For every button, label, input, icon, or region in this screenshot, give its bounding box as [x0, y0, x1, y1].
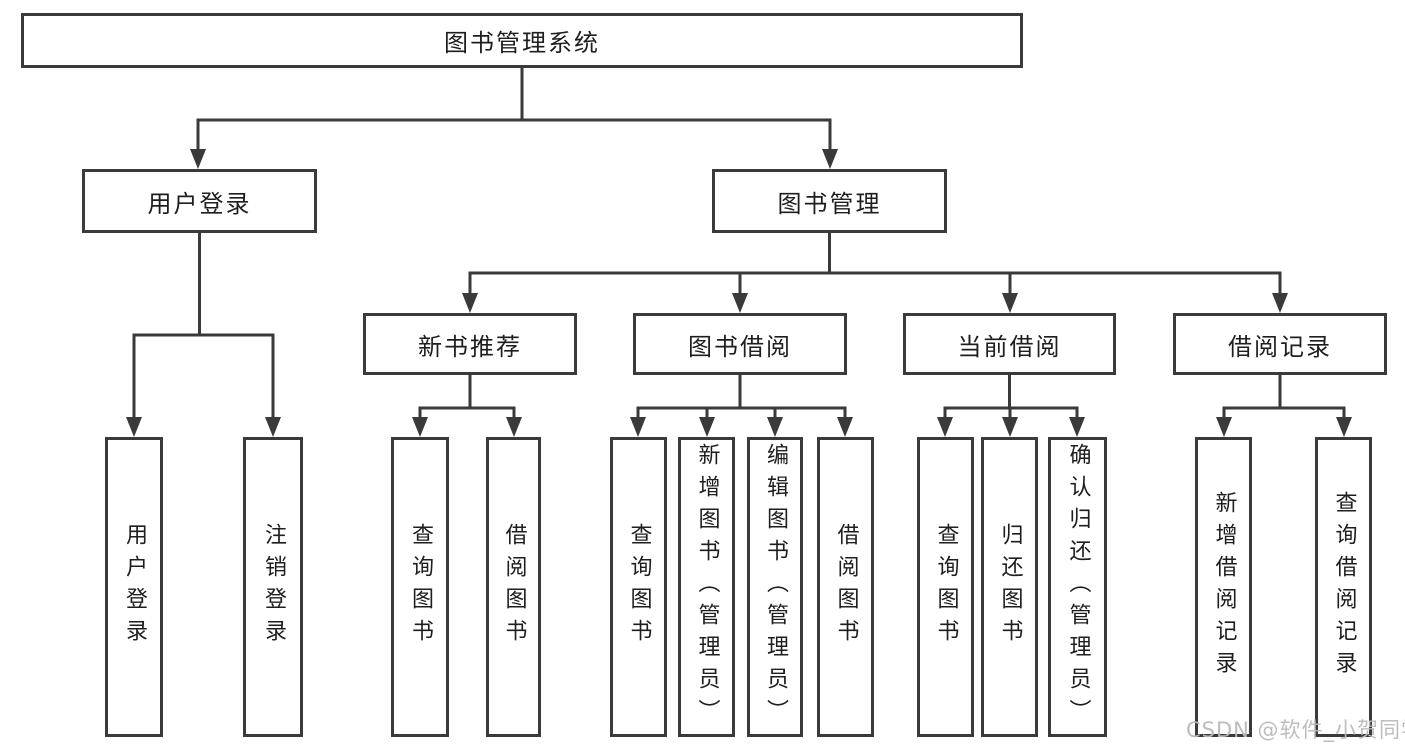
node-current-borrowing: 当前借阅 — [903, 313, 1116, 375]
connector-current-borrow-children — [937, 375, 1085, 437]
arrow-down-icon — [822, 149, 838, 169]
connector-user-login-children — [126, 233, 281, 437]
leaf-query-books-recommend: 查询图书 — [391, 437, 449, 737]
leaf-query-borrow-record: 查询借阅记录 — [1315, 437, 1372, 737]
node-borrowing-records: 借阅记录 — [1173, 313, 1387, 375]
leaf-borrow-books: 借阅图书 — [817, 437, 874, 737]
arrow-down-icon — [1336, 417, 1352, 437]
arrow-down-icon — [265, 417, 281, 437]
leaf-edit-books-admin: 编辑图书（管理员） — [747, 437, 803, 737]
leaf-return-books: 归还图书 — [981, 437, 1038, 737]
leaf-add-books-admin: 新增图书（管理员） — [678, 437, 735, 737]
leaf-user-login: 用户登录 — [105, 437, 163, 737]
arrow-down-icon — [462, 293, 478, 313]
arrow-down-icon — [732, 293, 748, 313]
arrow-down-icon — [837, 417, 853, 437]
arrow-down-icon — [630, 417, 646, 437]
node-user-login-branch: 用户登录 — [82, 169, 317, 233]
arrow-down-icon — [937, 417, 953, 437]
arrow-down-icon — [1069, 417, 1085, 437]
arrow-down-icon — [506, 417, 522, 437]
connector-borrowing-children — [630, 375, 853, 437]
arrow-down-icon — [1002, 293, 1018, 313]
leaf-borrow-books-recommend: 借阅图书 — [486, 437, 541, 737]
leaf-confirm-return-admin: 确认归还（管理员） — [1048, 437, 1107, 737]
leaf-add-borrow-record: 新增借阅记录 — [1195, 437, 1252, 737]
node-new-book-recommendation: 新书推荐 — [363, 313, 577, 375]
arrow-down-icon — [190, 149, 206, 169]
arrow-down-icon — [767, 417, 783, 437]
leaf-query-books-current: 查询图书 — [917, 437, 974, 737]
node-book-management-branch: 图书管理 — [712, 169, 947, 233]
arrow-down-icon — [1272, 293, 1288, 313]
leaf-query-books-borrowing: 查询图书 — [610, 437, 667, 737]
arrow-down-icon — [1002, 417, 1018, 437]
arrow-down-icon — [1216, 417, 1232, 437]
connector-book-mgmt-to-level3 — [462, 233, 1288, 313]
arrow-down-icon — [699, 417, 715, 437]
connector-root-to-level2 — [190, 68, 838, 169]
node-library-management-system: 图书管理系统 — [21, 13, 1023, 68]
csdn-watermark: CSDN @软件_小贺同学 — [1186, 718, 1405, 742]
arrow-down-icon — [126, 417, 142, 437]
connector-new-books-children — [412, 375, 522, 437]
node-book-borrowing: 图书借阅 — [633, 313, 847, 375]
connector-borrow-records-children — [1216, 375, 1352, 437]
arrow-down-icon — [412, 417, 428, 437]
leaf-logout: 注销登录 — [243, 437, 303, 737]
